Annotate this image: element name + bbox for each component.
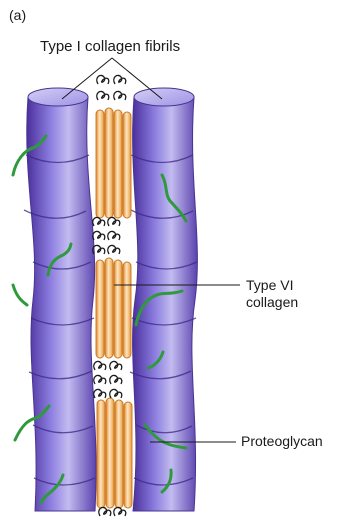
coil-icon — [108, 231, 120, 240]
coil-icon — [114, 75, 126, 84]
type-vi-collagen-label-line1: Type VI — [246, 277, 293, 294]
coil-icon — [93, 217, 105, 226]
coil-icon — [94, 361, 106, 370]
coil-icon — [110, 389, 122, 398]
type-i-collagen-fibrils-label: Type I collagen fibrils — [40, 38, 180, 55]
coil-icon — [114, 91, 126, 100]
coil-icon — [94, 389, 106, 398]
coil-icon — [99, 507, 111, 516]
left-collagen-fibril — [24, 88, 96, 511]
panel-label: (a) — [9, 7, 26, 24]
coil-icon — [97, 75, 109, 84]
type-vi-collagen-bundle — [93, 75, 132, 516]
coil-icon — [94, 375, 106, 384]
type-vi-collagen-label-line2: collagen — [246, 294, 298, 311]
coil-icon — [110, 361, 122, 370]
coil-icon — [97, 91, 109, 100]
coil-icon — [108, 217, 120, 226]
coil-icon — [114, 507, 126, 516]
coil-icon — [110, 375, 122, 384]
proteoglycan-label: Proteoglycan — [241, 433, 323, 450]
coil-icon — [93, 231, 105, 240]
coil-icon — [108, 245, 120, 254]
